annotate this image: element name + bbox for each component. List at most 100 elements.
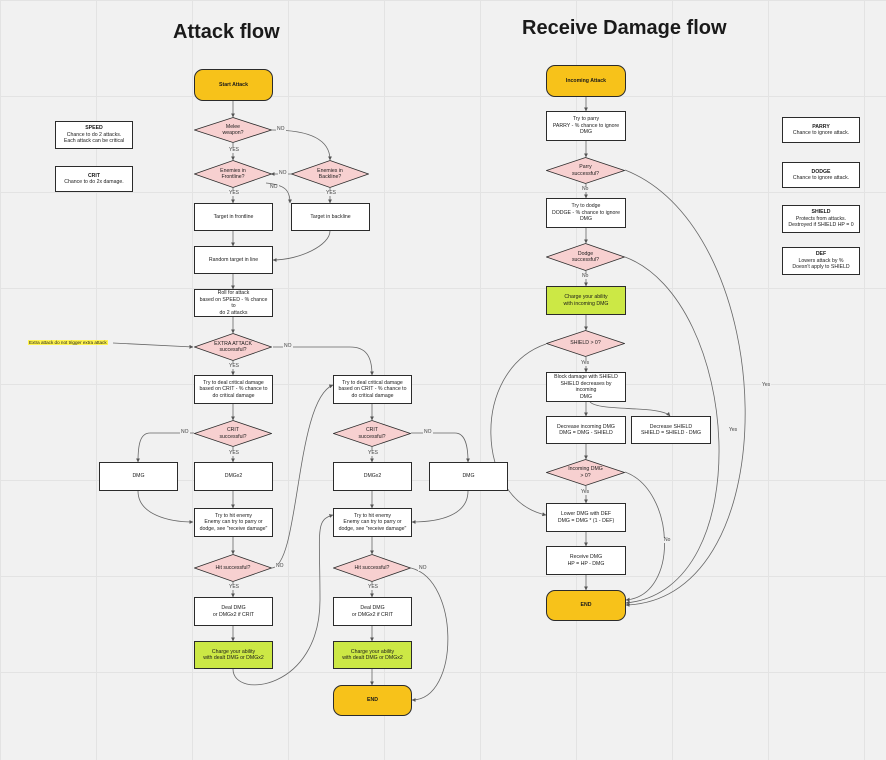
parry-success-decision: Parry successful? [546, 157, 625, 184]
hit-success-left-label: Hit successful? [215, 564, 251, 571]
shield-check-decision: SHIELD > 0? [546, 330, 625, 357]
edge-label-no: NO [275, 563, 285, 569]
edge [232, 514, 334, 686]
edge [624, 471, 665, 602]
dmg-right-node: DMG [429, 462, 508, 491]
enemies-backline-label: Enemies in Backline? [317, 167, 343, 181]
edge [273, 346, 374, 376]
enemies-frontline-label: Enemies in Frontline? [220, 167, 246, 181]
diamond-shape [291, 160, 369, 188]
receive-end-node: END [546, 590, 626, 621]
note-shield-text: Protects from attacks. Destroyed if SHIE… [788, 215, 854, 229]
edge-label-no: NO [423, 429, 433, 435]
decrease-shield-node: Decrease SHIELD SHIELD = SHIELD - DMG [631, 416, 711, 444]
note-parry: PARRY Chance to ignore attack. [782, 117, 860, 143]
deal-dmg-right-node: Deal DMG or DMGx2 if CRIT [333, 597, 412, 626]
charge-ability-right-node: Charge your ability with dealt DMG or DM… [333, 641, 412, 669]
edge-label-no: NO [278, 170, 288, 176]
incoming-attack-node: Incoming Attack [546, 65, 626, 97]
diamond-shape [194, 160, 272, 188]
extra-attack-note: Extra attack do not trigger extra attack [28, 340, 108, 345]
lower-dmg-node: Lower DMG with DEF DMG = DMG * (1 - DEF) [546, 503, 626, 532]
edge-label-yes: YES [228, 450, 241, 456]
incoming-dmg-decision: Incoming DMG > 0? [546, 459, 625, 486]
edge-label-yes: Yes [580, 360, 591, 366]
note-crit-title: CRIT [87, 172, 101, 179]
hit-success-right-decision: Hit successful? [333, 554, 411, 582]
shield-check-label: SHIELD > 0? [570, 340, 601, 347]
diamond-shape [546, 330, 625, 357]
note-speed-title: SPEED [85, 125, 103, 132]
block-damage-node: Block damage with SHIELD SHIELD decrease… [546, 372, 626, 402]
crit-success-right-decision: CRIT successful? [333, 420, 411, 447]
edge-label-yes: YES [228, 190, 241, 196]
edge-label-no: No [581, 273, 590, 279]
try-crit-left-node: Try to deal critical damage based on CRI… [194, 375, 273, 404]
note-shield: SHIELD Protects from attacks. Destroyed … [782, 205, 860, 233]
receive-dmg-node: Receive DMG HP = HP - DMG [546, 546, 626, 575]
edge-label-yes: YES [367, 584, 380, 590]
edge-label-no: NO [269, 184, 279, 190]
note-parry-title: PARRY [812, 123, 830, 130]
melee-weapon-label: Melee weapon? [222, 123, 244, 137]
edge-label-yes: YES [228, 584, 241, 590]
try-dodge-node: Try to dodge DODGE - % chance to ignore … [546, 198, 626, 228]
note-dodge-text: Chance to ignore attack. [792, 175, 850, 181]
target-frontline-node: Target in frontline [194, 203, 273, 231]
crit-success-left-label: CRIT successful? [219, 427, 247, 440]
edge-label-yes: Yes [728, 427, 739, 433]
edge-label-yes: Yes [761, 382, 772, 388]
edge [272, 230, 331, 262]
edge [112, 342, 194, 349]
note-dodge: DODGE Chance to ignore attack. [782, 162, 860, 188]
edge-label-yes: YES [367, 450, 380, 456]
note-def-title: DEF [815, 251, 827, 258]
edge-label-yes: YES [228, 147, 241, 153]
edge-label-yes: YES [325, 190, 338, 196]
try-hit-right-node: Try to hit enemy Enemy can try to parry … [333, 508, 412, 537]
try-hit-left-node: Try to hit enemy Enemy can try to parry … [194, 508, 273, 537]
diamond-shape [194, 117, 272, 143]
diamond-shape [546, 157, 625, 184]
deal-dmg-left-node: Deal DMG or DMGx2 if CRIT [194, 597, 273, 626]
edge-label-no: No [581, 186, 590, 192]
edge [410, 567, 449, 702]
diamond-shape [546, 243, 625, 271]
diamond-shape [194, 420, 272, 447]
edge-label-no: NO [283, 343, 293, 349]
dodge-success-decision: Dodge successful? [546, 243, 625, 271]
hit-success-left-decision: Hit successful? [194, 554, 272, 582]
note-speed-text: Chance to do 2 attacks. Each attack can … [63, 131, 125, 145]
random-target-node: Random target in line [194, 246, 273, 274]
edge-label-yes: YES [228, 363, 241, 369]
dodge-success-label: Dodge successful? [571, 250, 600, 264]
note-crit: CRIT Chance to do 2x damage. [55, 166, 133, 192]
edge [490, 343, 547, 517]
try-parry-node: Try to parry PARRY - % chance to ignore … [546, 111, 626, 141]
melee-weapon-decision: Melee weapon? [194, 117, 272, 143]
note-shield-title: SHIELD [811, 209, 831, 216]
note-def-text: Lowers attack by % Doesn't apply to SHIE… [792, 257, 850, 271]
try-crit-right-node: Try to deal critical damage based on CRI… [333, 375, 412, 404]
edge-label-no: No [663, 537, 672, 543]
incoming-dmg-label: Incoming DMG > 0? [568, 466, 603, 479]
dmgx2-left-node: DMGx2 [194, 462, 273, 491]
start-attack-node: Start Attack [194, 69, 273, 101]
note-dodge-title: DODGE [811, 168, 831, 175]
edge [411, 490, 469, 524]
dmg-left-node: DMG [99, 462, 178, 491]
roll-extra-attack-node: Roll for attack based on SPEED - % chanc… [194, 289, 273, 317]
diamond-shape [333, 554, 411, 582]
attack-end-node: END [333, 685, 412, 716]
edge [589, 401, 671, 417]
edge-label-yes: Yes [580, 489, 591, 495]
edge-label-no: NO [418, 565, 428, 571]
diamond-shape [194, 333, 272, 361]
edge-label-no: NO [276, 126, 286, 132]
receive-flow-title: Receive Damage flow [522, 17, 727, 39]
edge [265, 182, 292, 204]
charge-ability-receive-node: Charge your ability with incoming DMG [546, 286, 626, 315]
diamond-shape [546, 459, 625, 486]
edge [271, 384, 334, 569]
